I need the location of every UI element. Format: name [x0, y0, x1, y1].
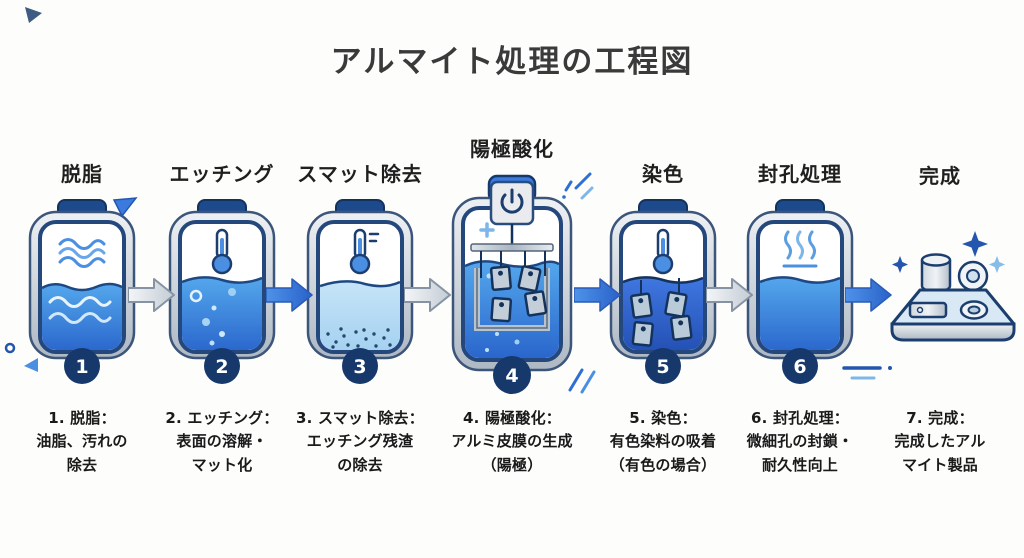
speed-lines-decoration	[842, 366, 892, 380]
step-desc-2: 2. エッチング： 表面の溶解・ マット化	[165, 409, 279, 474]
hanging-parts	[489, 265, 548, 323]
arrow-5-icon	[706, 278, 753, 312]
product-cylinder	[920, 253, 952, 293]
thermometer-icon	[652, 228, 674, 275]
step-label-7: 完成	[919, 164, 961, 188]
step-number-badge	[645, 348, 681, 384]
step-number-badge	[782, 348, 818, 384]
thermometer-scale-icon	[349, 228, 380, 275]
tank-etching: 2	[168, 199, 276, 384]
slash-lines-decoration	[568, 368, 596, 394]
arrow-1-icon	[128, 278, 175, 312]
diagram-title: アルマイト処理の工程図	[330, 44, 694, 80]
thermometer-icon	[211, 228, 233, 275]
step-desc-1: 1. 脱脂： 油脂、汚れの 除去	[36, 409, 128, 474]
spark-lines-decoration	[562, 172, 594, 200]
corner-triangle-decoration	[25, 7, 42, 23]
plus-spark-icon	[479, 222, 495, 238]
waves-icon	[58, 238, 106, 268]
tank-dyeing: 5	[609, 199, 717, 384]
product-block	[908, 301, 948, 319]
tank1-dot-triangle-decoration	[4, 342, 38, 372]
steam-icon	[782, 230, 818, 268]
tank-anodizing: 4	[451, 174, 573, 394]
svg-text:6: 6	[793, 356, 806, 378]
step-number-badge	[64, 348, 100, 384]
svg-text:4: 4	[505, 365, 518, 387]
step-number-badge	[493, 356, 531, 394]
arrow-2-icon	[266, 278, 313, 312]
svg-text:3: 3	[353, 356, 366, 378]
step-label-3: スマット除去	[297, 162, 423, 186]
power-icon	[489, 180, 535, 226]
tray-base	[890, 322, 1016, 342]
arrow-6-icon	[845, 278, 892, 312]
step-desc-6: 6. 封孔処理： 微細孔の封鎖・ 耐久性向上	[746, 409, 854, 474]
step-desc-4: 4. 陽極酸化： アルミ皮膜の生成 （陽極）	[451, 409, 573, 474]
product-small-ring	[959, 300, 989, 320]
busbar	[470, 243, 554, 252]
tank-smut-removal: 3	[306, 199, 414, 384]
hanging-parts	[630, 291, 693, 347]
step-label-5: 染色	[642, 162, 684, 186]
svg-text:1: 1	[75, 356, 88, 378]
tank-sealing: 6	[746, 199, 854, 384]
step-desc-5: 5. 染色： 有色染料の吸着 （有色の場合）	[609, 409, 717, 474]
smut-specks	[326, 327, 392, 349]
step-desc-7: 7. 完成： 完成したアル マイト製品	[894, 409, 986, 474]
svg-text:5: 5	[656, 356, 669, 378]
step-desc-3: 3. スマット除去： エッチング残渣 の除去	[296, 409, 424, 474]
step-number-badge	[342, 348, 378, 384]
tank-degreasing: 1	[28, 199, 136, 384]
product-ring	[957, 260, 989, 292]
arrow-4-icon	[574, 278, 621, 312]
step-label-1: 脱脂	[61, 162, 103, 186]
step-label-6: 封孔処理	[758, 162, 842, 186]
step-label-2: エッチング	[169, 162, 275, 186]
sparkle-icon	[892, 231, 1005, 273]
finished-products-tray	[890, 231, 1016, 342]
step-label-4: 陽極酸化	[470, 137, 554, 161]
step-number-badge	[204, 348, 240, 384]
arrow-3-icon	[404, 278, 451, 312]
svg-text:2: 2	[215, 356, 228, 378]
tank1-triangle-decoration	[112, 197, 138, 218]
